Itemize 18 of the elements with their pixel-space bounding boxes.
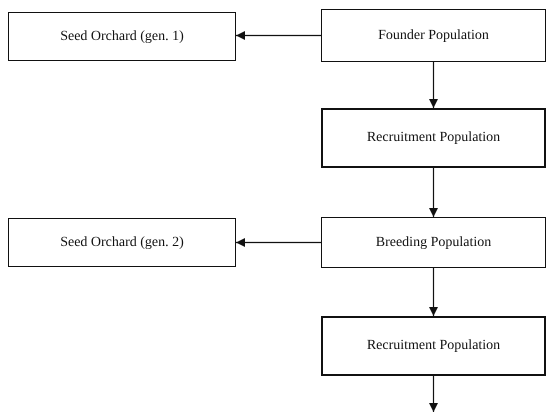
arrow <box>429 268 438 316</box>
box-label: Seed Orchard (gen. 1) <box>60 28 184 44</box>
arrow <box>236 238 321 247</box>
box-label: Breeding Population <box>376 234 492 250</box>
process-box <box>8 12 236 61</box>
process-box <box>321 108 546 168</box>
arrow <box>236 31 321 40</box>
box-label: Founder Population <box>378 28 489 44</box>
process-box <box>321 9 546 62</box>
box-label: Seed Orchard (gen. 2) <box>60 234 184 250</box>
process-box <box>321 316 546 376</box>
arrow <box>429 62 438 108</box>
process-box <box>321 217 546 268</box>
arrow <box>429 168 438 217</box>
process-box <box>8 218 236 267</box>
arrow <box>429 376 438 412</box>
box-label: Recruitment Population <box>366 130 500 146</box>
box-label: Recruitment Population <box>366 338 500 354</box>
